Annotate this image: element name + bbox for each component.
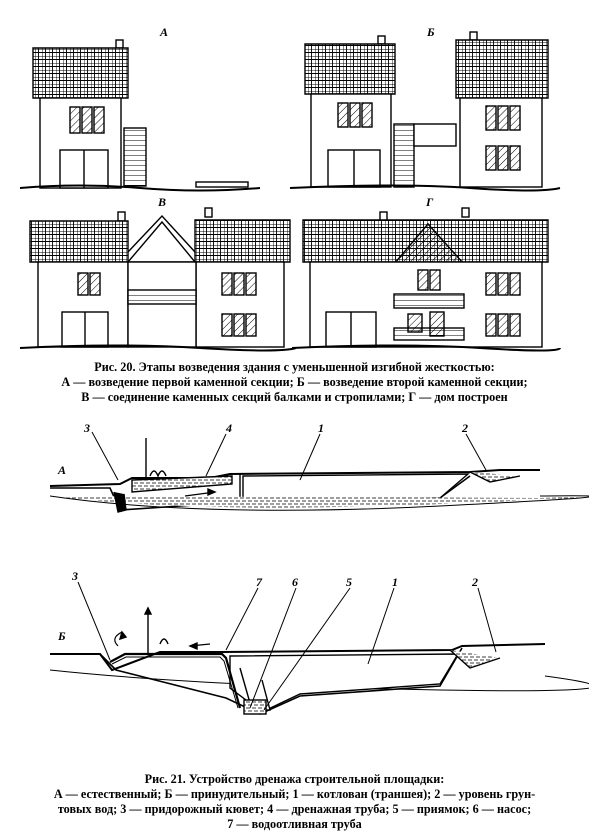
- fig21a-num-3: 3: [83, 421, 90, 435]
- panel-g-house: [291, 207, 561, 352]
- panel-a-drainage: [49, 431, 589, 513]
- fig21b-num-2: 2: [471, 575, 478, 589]
- fig20-caption-line1: Рис. 20. Этапы возведения здания с умень…: [94, 360, 495, 374]
- panel-v-houses: [19, 207, 297, 352]
- fig21b-num-6: 6: [292, 575, 298, 589]
- fig21-caption-line1: Рис. 21. Устройство дренажа строительной…: [144, 772, 445, 786]
- fig21-caption-line4: 7 — водоотливная труба: [227, 817, 362, 831]
- fig20-label-a: А: [159, 25, 168, 39]
- fig21a-num-2: 2: [461, 421, 468, 435]
- fig21-label-a: А: [57, 463, 66, 477]
- fig21b-num-1: 1: [392, 575, 398, 589]
- fig21a-num-1: 1: [318, 421, 324, 435]
- fig21-label-b: Б: [57, 629, 66, 643]
- fig20-caption-line2: А — возведение первой каменной секции; Б…: [61, 375, 528, 389]
- fig20-label-g: Г: [425, 195, 434, 209]
- fig20-label-b: Б: [426, 25, 435, 39]
- figure-21-drawing: А 3 4 1 2 Б 3 7 6 5 1 2: [49, 421, 589, 715]
- figure-21-caption: Рис. 21. Устройство дренажа строительной…: [0, 772, 589, 832]
- fig21b-num-7: 7: [256, 575, 263, 589]
- fig21a-num-4: 4: [225, 421, 232, 435]
- figure-20-caption: Рис. 20. Этапы возведения здания с умень…: [0, 360, 589, 405]
- fig21-caption-line2: А — естественный; Б — принудительный; 1 …: [53, 787, 536, 801]
- panel-a-house: [19, 39, 261, 192]
- fig21b-num-5: 5: [346, 575, 352, 589]
- fig21-caption-line3: товых вод; 3 — придорожный кювет; 4 — др…: [57, 802, 532, 816]
- figure-20-drawing: А Б В Г: [19, 25, 561, 352]
- fig21b-num-3: 3: [71, 569, 78, 583]
- fig20-caption-line3: В — соединение каменных секций балками и…: [81, 390, 508, 404]
- panel-b-houses: [289, 31, 561, 192]
- fig20-label-v: В: [157, 195, 166, 209]
- panel-b-drainage: [49, 581, 589, 715]
